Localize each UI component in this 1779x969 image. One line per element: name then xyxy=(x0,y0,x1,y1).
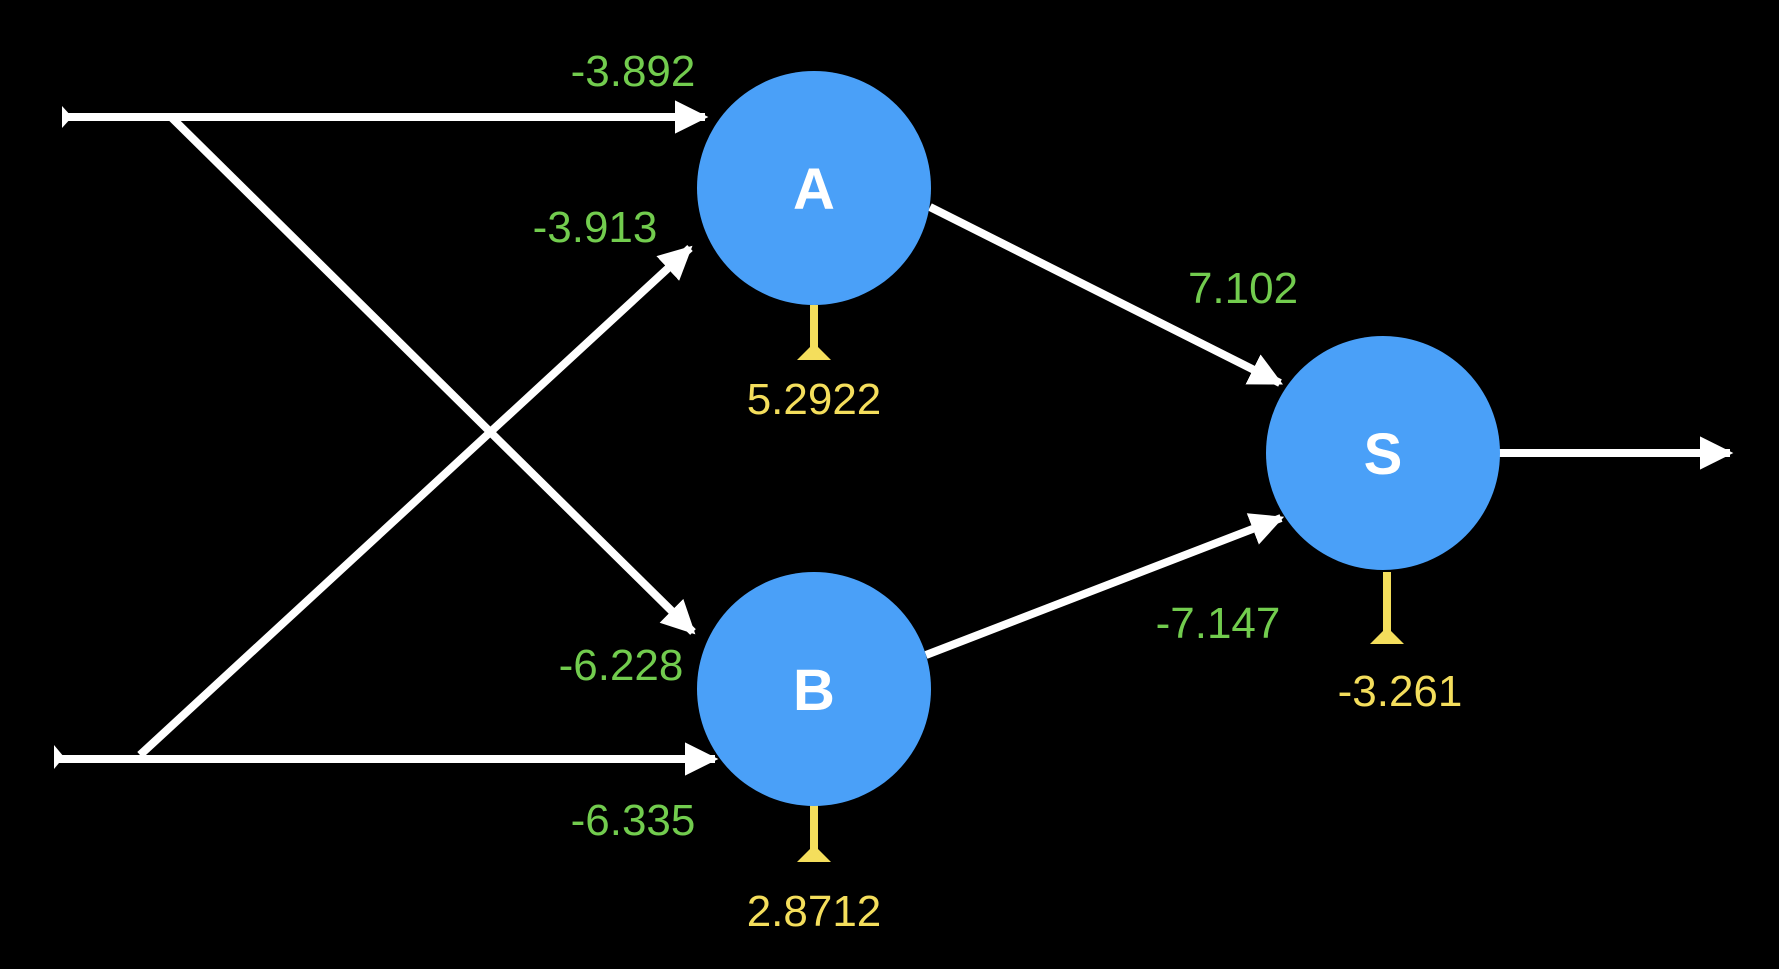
node-s-label: S xyxy=(1364,422,1403,487)
weight-input-1-to-a: -3.892 xyxy=(571,47,696,96)
edge-input-2-to-a xyxy=(137,245,693,758)
node-a xyxy=(697,71,931,305)
bias-tip-a xyxy=(797,343,831,360)
node-b-label: B xyxy=(793,658,835,723)
node-b xyxy=(697,572,931,806)
weight-input-2-to-b: -6.335 xyxy=(571,796,696,845)
weight-input-1-to-b: -6.228 xyxy=(559,641,684,690)
weight-a-to-s: 7.102 xyxy=(1188,264,1298,313)
bias-tip-b xyxy=(797,845,831,862)
weight-input-2-to-a: -3.913 xyxy=(533,203,658,252)
node-a-label: A xyxy=(793,157,835,222)
edge-b-to-s xyxy=(924,513,1285,659)
edge-a-to-s xyxy=(928,203,1284,387)
weight-b-to-s: -7.147 xyxy=(1156,599,1281,648)
bias-b-label: 2.8712 xyxy=(747,887,882,936)
node-s xyxy=(1266,336,1500,570)
bias-s-label: -3.261 xyxy=(1338,667,1463,716)
bias-tip-s xyxy=(1370,627,1404,644)
bias-a-label: 5.2922 xyxy=(747,375,882,424)
edge-input-1-to-b xyxy=(167,113,696,635)
